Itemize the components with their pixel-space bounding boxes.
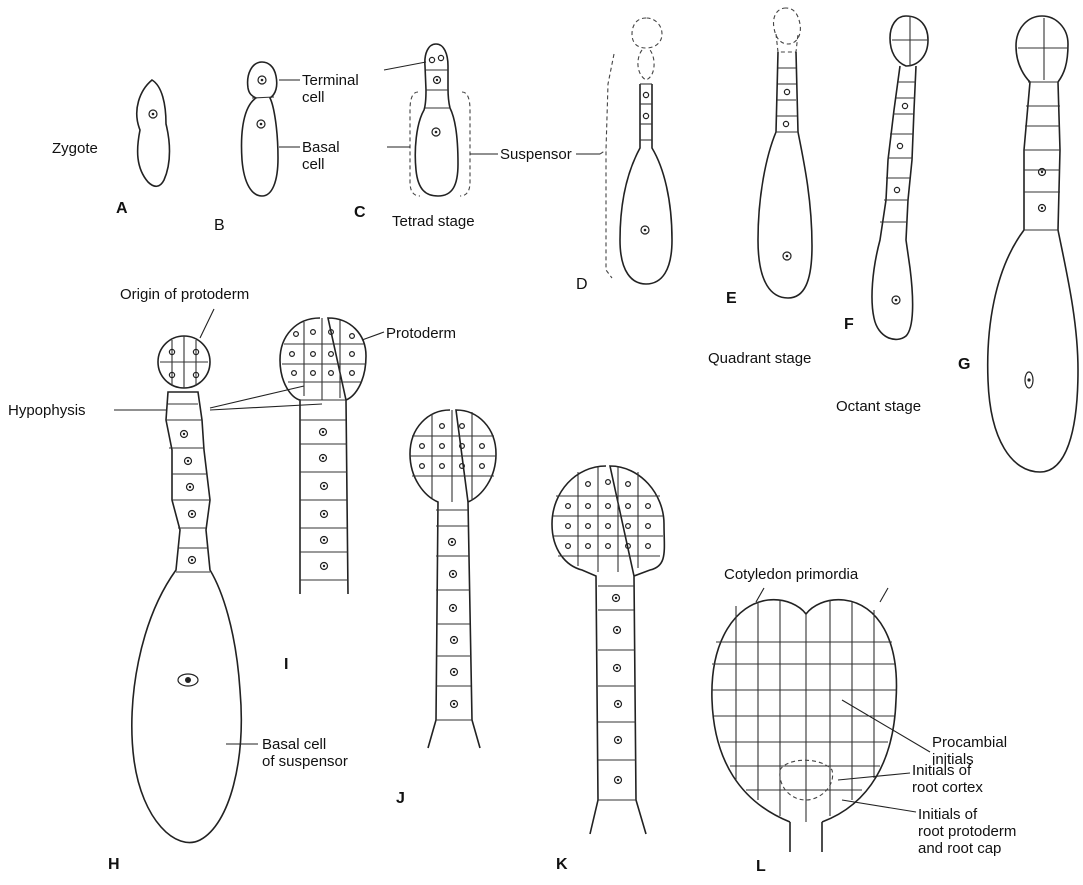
figure-g (988, 16, 1078, 472)
figure-letter-c: C (354, 204, 366, 222)
figure-c-tetrad (384, 44, 498, 196)
figure-letter-h: H (108, 856, 120, 874)
figure-j (410, 410, 496, 748)
figure-d (576, 18, 672, 284)
label-quadrant-stage: Quadrant stage (708, 350, 811, 367)
figure-b-two-celled (242, 62, 300, 196)
figure-letter-k: K (556, 856, 568, 874)
figure-i (280, 318, 384, 594)
label-initials-of-root-cortex: Initials of root cortex (912, 762, 983, 796)
label-basal-cell: Basal cell (302, 139, 340, 173)
figure-e (758, 8, 812, 298)
label-initials-of-root-protoderm: Initials of root protoderm and root cap (918, 806, 1016, 857)
label-zygote: Zygote (52, 140, 98, 157)
figure-l (712, 588, 930, 852)
label-protoderm: Protoderm (386, 325, 456, 342)
figure-letter-l: L (756, 858, 766, 876)
figure-letter-i: I (284, 656, 288, 674)
figure-letter-e: E (726, 290, 737, 308)
figure-letter-f: F (844, 316, 854, 334)
figure-a-zygote (137, 80, 170, 186)
figure-letter-a: A (116, 200, 128, 218)
figure-f (872, 16, 928, 339)
label-octant-stage: Octant stage (836, 398, 921, 415)
figure-k (552, 466, 664, 834)
figure-letter-j: J (396, 790, 405, 808)
label-cotyledon-primordia: Cotyledon primordia (724, 566, 858, 583)
label-basal-cell-of-suspensor: Basal cell of suspensor (262, 736, 348, 770)
figure-letter-d: D (576, 276, 588, 294)
figure-letter-b: B (214, 217, 225, 235)
label-tetrad-stage: Tetrad stage (392, 213, 475, 230)
figure-letter-g: G (958, 356, 970, 374)
label-terminal-cell: Terminal cell (302, 72, 359, 106)
label-suspensor: Suspensor (500, 146, 572, 163)
label-hypophysis: Hypophysis (8, 402, 86, 419)
label-origin-of-protoderm: Origin of protoderm (120, 286, 249, 303)
